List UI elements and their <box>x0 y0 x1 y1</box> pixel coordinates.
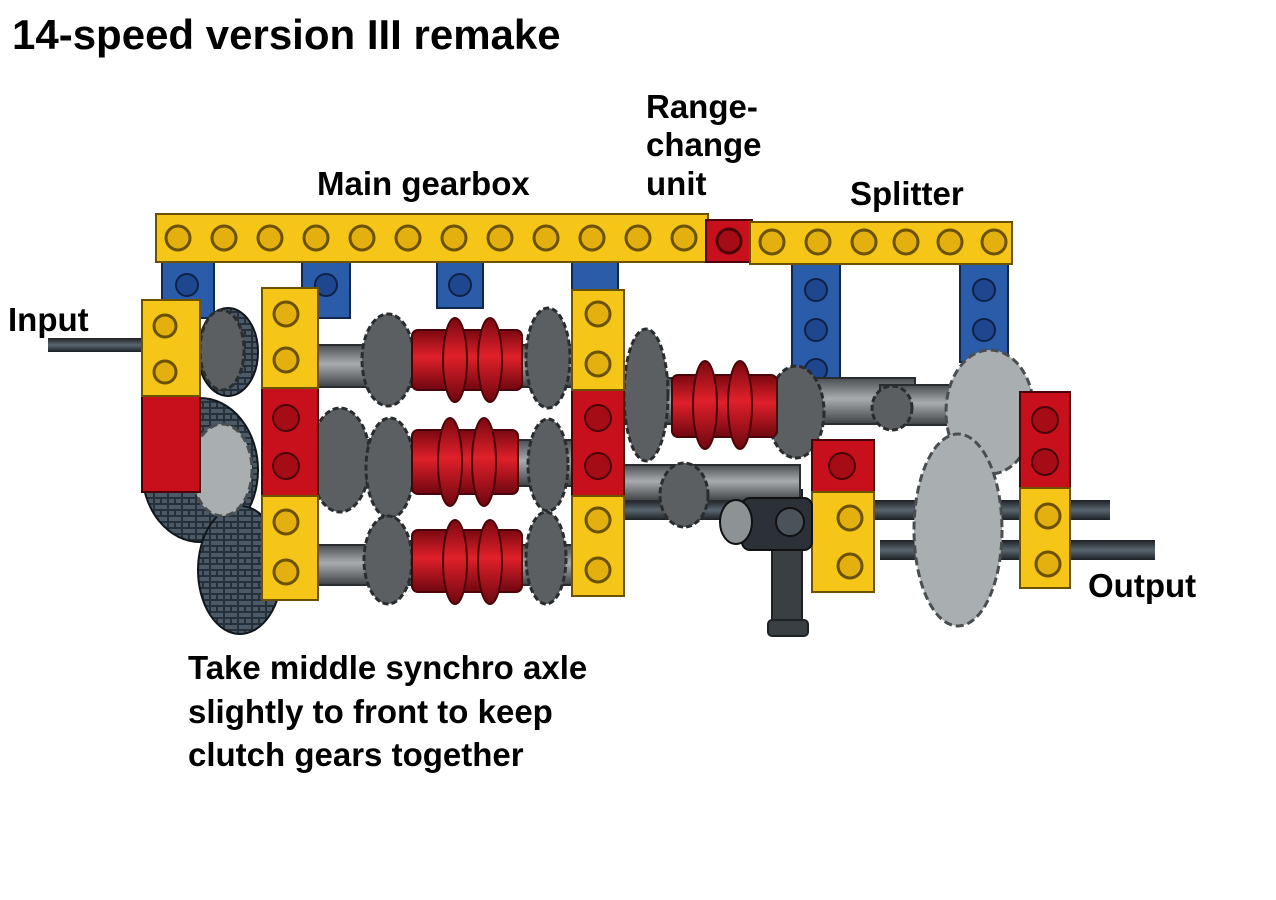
input-label: Input <box>8 301 89 338</box>
top-beam <box>155 213 1013 265</box>
shift-connector <box>719 497 813 551</box>
page-title: 14-speed version III remake <box>12 11 561 58</box>
range-change-line-3: unit <box>646 164 707 202</box>
main-gearbox-label: Main gearbox <box>317 165 530 202</box>
splitter-gears <box>190 348 1036 628</box>
note-line-1: Take middle synchro axle <box>188 649 588 686</box>
blue-frame-holes <box>175 273 996 382</box>
range-change-line-2: change <box>646 126 762 164</box>
synchro-rings <box>411 317 778 605</box>
red-brick-holes <box>272 404 1059 480</box>
range-change-line-1: Range- <box>646 88 758 125</box>
note-line-3: clutch gears together <box>188 736 524 774</box>
range-change-unit-label: Range- change unit <box>646 88 762 203</box>
output-label: Output <box>1088 567 1197 604</box>
grey-gears <box>198 306 914 606</box>
red-bricks <box>141 387 1071 497</box>
top-beam-holes <box>164 224 1008 256</box>
assembly-note: Take middle synchro axle slightly to fro… <box>188 646 587 777</box>
splitter-label: Splitter <box>850 175 964 212</box>
yellow-beam-holes <box>152 300 1062 586</box>
note-line-2: slightly to front to keep <box>188 692 553 730</box>
